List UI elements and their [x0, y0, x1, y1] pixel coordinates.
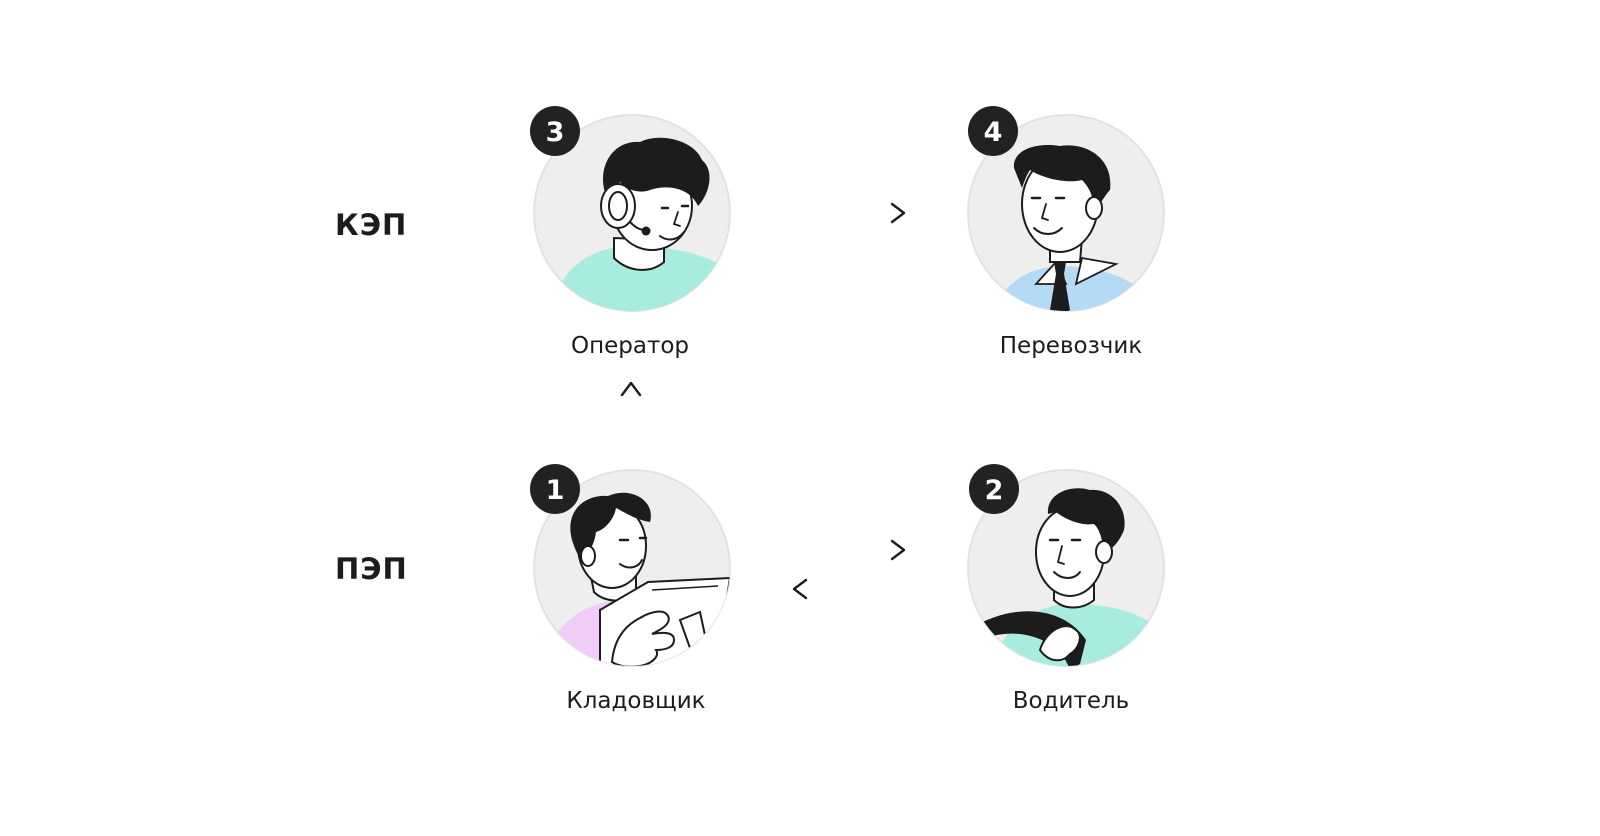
businessman-with-tie-icon: [967, 114, 1165, 312]
carrier-badge: 4: [968, 106, 1018, 156]
storekeeper-number: 1: [546, 475, 565, 506]
storekeeper-badge: 1: [530, 464, 580, 514]
driver-number: 2: [985, 475, 1004, 506]
driver-badge: 2: [969, 464, 1019, 514]
role-name-carrier: Перевозчик: [999, 333, 1143, 359]
storekeeper-with-documents-icon: [533, 469, 731, 667]
operator-badge: 3: [530, 106, 580, 156]
arrow-storekeeper-to-driver: [792, 539, 906, 561]
role-name-driver: Водитель: [1012, 688, 1130, 714]
carrier-number: 4: [984, 117, 1003, 148]
driver-at-steering-wheel-icon: [967, 469, 1165, 667]
role-name-operator: Оператор: [570, 333, 690, 359]
operator-number: 3: [546, 117, 565, 148]
arrow-operator-to-carrier: [792, 202, 906, 224]
role-name-storekeeper: Кладовщик: [566, 688, 706, 714]
arrow-driver-to-storekeeper: [792, 578, 906, 600]
arrow-storekeeper-to-operator: [620, 381, 642, 452]
row-label-pep: ПЭП: [335, 552, 408, 586]
row-label-kep: КЭП: [335, 208, 408, 242]
